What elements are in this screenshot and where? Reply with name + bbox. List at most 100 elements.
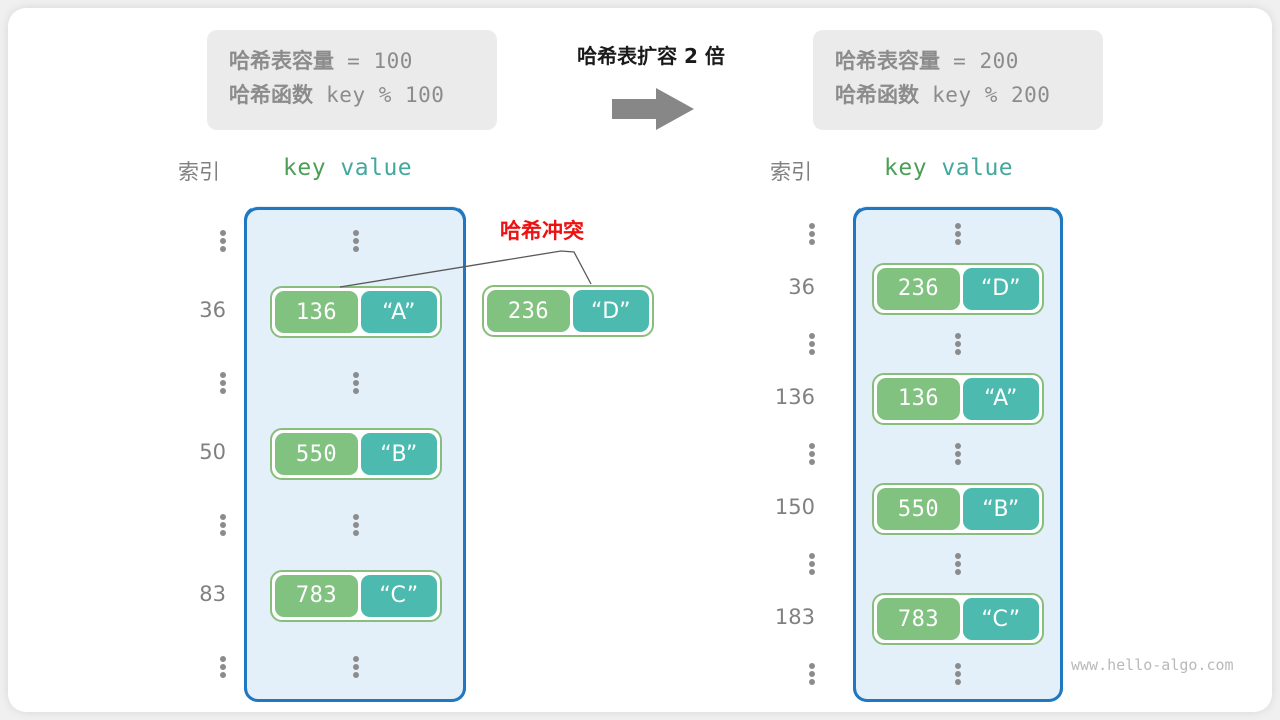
index-label: 150 xyxy=(743,495,815,519)
right-capacity-line: 哈希表容量 = 200 xyxy=(835,44,1081,78)
right-index-column-header: 索引 xyxy=(770,160,812,184)
pair-value-text: “C” xyxy=(379,583,419,609)
bucket-ellipsis-dots xyxy=(955,222,961,245)
bucket-ellipsis-dots xyxy=(955,332,961,355)
bucket-ellipsis-dots xyxy=(353,513,359,536)
index-ellipsis-dots xyxy=(220,513,226,536)
bucket-ellipsis xyxy=(955,663,961,686)
index-ellipsis xyxy=(743,222,815,245)
key-value-pair: 236 “D” xyxy=(872,262,1044,315)
index-ellipsis-dots xyxy=(809,553,815,576)
pair-key: 550 xyxy=(275,433,358,475)
pair-value: “B” xyxy=(361,433,437,475)
pair-value-text: “D” xyxy=(981,276,1021,302)
bucket-ellipsis-dots xyxy=(353,372,359,395)
left-hashfn-label: 哈希函数 xyxy=(229,83,313,107)
left-capacity-line: 哈希表容量 = 100 xyxy=(229,44,475,78)
index-label-text: 150 xyxy=(774,495,815,520)
right-value-header-label: value xyxy=(941,155,1014,181)
index-ellipsis-dots xyxy=(809,222,815,245)
pair-key: 783 xyxy=(275,574,358,617)
index-ellipsis-dots xyxy=(809,332,815,355)
pair-value: “D” xyxy=(963,267,1039,310)
bucket-ellipsis-dots xyxy=(353,230,359,253)
right-capacity-label: 哈希表容量 xyxy=(835,49,940,73)
key-value-pair: 550 “B” xyxy=(270,428,442,480)
key-value-pair: 783 “C” xyxy=(270,569,442,622)
left-hashfn-value: key % 100 xyxy=(326,83,445,107)
index-ellipsis-dots xyxy=(220,372,226,395)
index-ellipsis xyxy=(743,553,815,576)
right-arrow-icon xyxy=(603,86,703,132)
right-kv-column-header: key value xyxy=(884,155,1013,181)
collision-pair-value-text: “D” xyxy=(591,298,631,324)
right-hashfn-value: key % 200 xyxy=(932,83,1051,107)
key-value-pair: 783 “C” xyxy=(872,593,1044,646)
bucket-ellipsis xyxy=(955,553,961,576)
key-value-pair: 136“A” xyxy=(270,286,442,339)
bucket-ellipsis xyxy=(955,332,961,355)
diagram-canvas: 哈希表容量 = 100 哈希函数 key % 100 哈希表扩容 2 倍 哈希表… xyxy=(8,8,1272,712)
index-ellipsis xyxy=(158,230,226,253)
index-label-text: 183 xyxy=(774,605,815,630)
index-label: 36 xyxy=(158,298,226,322)
pair-key: 783 xyxy=(877,598,960,641)
index-ellipsis xyxy=(743,663,815,686)
index-ellipsis xyxy=(743,332,815,355)
pair-value-text: “A” xyxy=(382,299,416,325)
pair-value: “A” xyxy=(963,377,1039,420)
index-label-text: 36 xyxy=(788,274,815,299)
index-ellipsis-dots xyxy=(220,230,226,253)
key-value-pair: 550 “B” xyxy=(872,483,1044,536)
index-label-text: 136 xyxy=(774,384,815,409)
collision-pair-key: 236 xyxy=(487,290,570,332)
watermark: www.hello-algo.com xyxy=(1071,656,1234,674)
collision-leader-lines xyxy=(339,250,592,288)
left-kv-column-header: key value xyxy=(283,155,412,181)
pair-value-text: “B” xyxy=(380,441,418,467)
index-ellipsis xyxy=(158,513,226,536)
bucket-ellipsis xyxy=(353,372,359,395)
pair-key: 136 xyxy=(877,377,960,420)
key-value-pair: 136 “A” xyxy=(872,372,1044,425)
pair-value-text: “B” xyxy=(982,496,1020,522)
bucket-ellipsis-dots xyxy=(955,553,961,576)
bucket-ellipsis-dots xyxy=(955,663,961,686)
left-value-header-label: value xyxy=(340,155,413,181)
index-ellipsis-dots xyxy=(220,655,226,678)
pair-value-text: “A” xyxy=(984,386,1018,412)
collision-pair-value: “D” xyxy=(573,290,649,332)
pair-value-text: “C” xyxy=(981,606,1021,632)
right-hashfn-line: 哈希函数 key % 200 xyxy=(835,78,1081,112)
pair-key: 550 xyxy=(877,488,960,531)
right-hash-table-info-box: 哈希表容量 = 200 哈希函数 key % 200 xyxy=(813,30,1103,130)
index-ellipsis-dots xyxy=(809,663,815,686)
index-label: 36 xyxy=(743,275,815,299)
pair-value: “C” xyxy=(361,574,437,617)
left-hash-table-info-box: 哈希表容量 = 100 哈希函数 key % 100 xyxy=(207,30,497,130)
index-label: 50 xyxy=(158,440,226,464)
index-label: 183 xyxy=(743,605,815,629)
index-ellipsis-dots xyxy=(809,443,815,465)
left-capacity-label: 哈希表容量 xyxy=(229,49,334,73)
index-label-text: 36 xyxy=(199,298,226,323)
collision-label: 哈希冲突 xyxy=(500,219,584,243)
left-index-column-header: 索引 xyxy=(178,160,220,184)
index-ellipsis xyxy=(158,372,226,395)
pair-key: 236 xyxy=(877,267,960,310)
left-key-header-label: key xyxy=(283,155,327,181)
right-hashfn-label: 哈希函数 xyxy=(835,83,919,107)
index-label: 136 xyxy=(743,385,815,409)
left-hashfn-line: 哈希函数 key % 100 xyxy=(229,78,475,112)
pair-value: “C” xyxy=(963,598,1039,641)
bucket-ellipsis xyxy=(955,443,961,465)
index-ellipsis xyxy=(158,655,226,678)
page-title: 哈希表扩容 2 倍 xyxy=(577,44,725,68)
bucket-ellipsis-dots xyxy=(955,443,961,465)
bucket-ellipsis xyxy=(353,513,359,536)
pair-value: “A” xyxy=(361,291,437,334)
pair-value: “B” xyxy=(963,488,1039,531)
bucket-ellipsis xyxy=(955,222,961,245)
bucket-ellipsis-dots xyxy=(353,655,359,678)
index-ellipsis xyxy=(743,443,815,465)
